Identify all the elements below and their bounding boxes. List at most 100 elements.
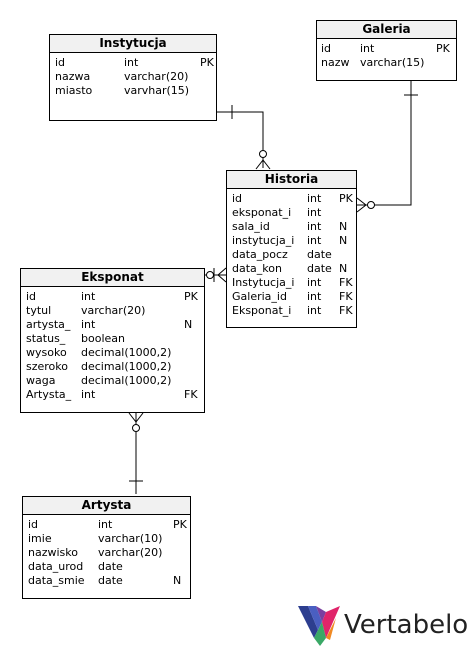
table-row: Instytucja_i int FK <box>227 276 356 290</box>
table-title: Historia <box>227 171 356 189</box>
column-flag: N <box>339 234 348 247</box>
table-row: nazwisko varchar(20) <box>23 546 190 560</box>
column-name: data_pocz <box>232 248 288 261</box>
logo-text: Vertabelo <box>344 610 469 640</box>
column-name: id <box>55 56 66 69</box>
table-title: Galeria <box>317 21 456 39</box>
table-row: id int PK <box>21 290 204 304</box>
column-type: decimal(1000,2) <box>81 374 172 387</box>
column-name: instytucja_i <box>232 234 295 247</box>
column-name: id <box>232 192 243 205</box>
relation-instytucja-historia <box>216 105 271 170</box>
table-row: Galeria_id int FK <box>227 290 356 304</box>
table-row: szeroko decimal(1000,2) <box>21 360 204 374</box>
table-row: waga decimal(1000,2) <box>21 374 204 388</box>
column-flag: FK <box>339 290 353 303</box>
column-flag: N <box>173 574 182 587</box>
column-type: int <box>307 220 322 233</box>
column-type: date <box>307 262 332 275</box>
column-type: int <box>81 290 96 303</box>
column-name: nazw <box>321 56 350 69</box>
column-flag: FK <box>339 304 353 317</box>
column-type: varchar(15) <box>360 56 425 69</box>
column-type: varchar(10) <box>98 532 163 545</box>
column-name: nazwa <box>55 70 91 83</box>
column-flag: PK <box>184 290 198 303</box>
column-type: varchar(20) <box>98 546 163 559</box>
relation-eksponat-historia <box>205 267 227 283</box>
table-row: data_smie date N <box>23 574 190 588</box>
table-row: artysta_ int N <box>21 318 204 332</box>
column-flag: PK <box>200 56 214 69</box>
column-type: int <box>307 276 322 289</box>
table-row: status_boolean <box>21 332 204 346</box>
column-name: szeroko <box>26 360 68 373</box>
table-row: instytucja_i int N <box>227 234 356 248</box>
relation-artysta-eksponat <box>128 412 144 494</box>
column-name: imie <box>28 532 52 545</box>
column-type: date <box>98 560 123 573</box>
column-name: data_kon <box>232 262 282 275</box>
column-name: wysoko <box>26 346 67 359</box>
column-type: decimal(1000,2) <box>81 346 172 359</box>
table-row: nazwa varchar(20) <box>50 70 216 84</box>
column-type: varvhar(15) <box>124 84 190 97</box>
column-type: int <box>307 234 322 247</box>
relation-galeria-historia <box>356 81 418 213</box>
column-type: date <box>98 574 123 587</box>
table-row: data_urod date <box>23 560 190 574</box>
column-flag: N <box>184 318 193 331</box>
table-title: Artysta <box>23 497 190 515</box>
column-name: tytul <box>26 304 52 317</box>
column-flag: FK <box>339 276 353 289</box>
column-type: date <box>307 248 332 261</box>
vertabelo-logo-icon <box>298 606 340 646</box>
column-name: id <box>321 42 332 55</box>
column-name: nazwisko <box>28 546 78 559</box>
column-type: int <box>307 304 322 317</box>
table-row: id int PK <box>50 56 216 70</box>
column-name: sala_id <box>232 220 270 233</box>
column-type: decimal(1000,2) <box>81 360 172 373</box>
column-name: artysta_ <box>26 318 71 331</box>
column-flag: PK <box>173 518 187 531</box>
column-name: Instytucja_i <box>232 276 295 289</box>
column-type: varchar(20) <box>81 304 146 317</box>
column-name: id <box>26 290 37 303</box>
column-name: Galeria_id <box>232 290 287 303</box>
column-name: waga <box>26 374 56 387</box>
table-row: nazw varchar(15) <box>317 56 456 70</box>
table-row: miasto varvhar(15) <box>50 84 216 98</box>
column-type: int <box>307 206 322 219</box>
column-name: data_urod <box>28 560 84 573</box>
column-flag: N <box>339 262 348 275</box>
table-row: tytul varchar(20) <box>21 304 204 318</box>
column-name: id <box>28 518 39 531</box>
column-type: int <box>81 318 96 331</box>
column-type: int <box>360 42 375 55</box>
column-type: int <box>307 290 322 303</box>
column-name: miasto <box>55 84 93 97</box>
table-row: data_kon date N <box>227 262 356 276</box>
column-name: data_smie <box>28 574 85 587</box>
column-type: int <box>124 56 139 69</box>
column-name: eksponat_i <box>232 206 292 219</box>
table-row: wysoko decimal(1000,2) <box>21 346 204 360</box>
column-type: varchar(20) <box>124 70 189 83</box>
column-type: int <box>307 192 322 205</box>
table-row: data_pocz date <box>227 248 356 262</box>
table-row: eksponat_i int <box>227 206 356 220</box>
column-flag: FK <box>184 388 198 401</box>
